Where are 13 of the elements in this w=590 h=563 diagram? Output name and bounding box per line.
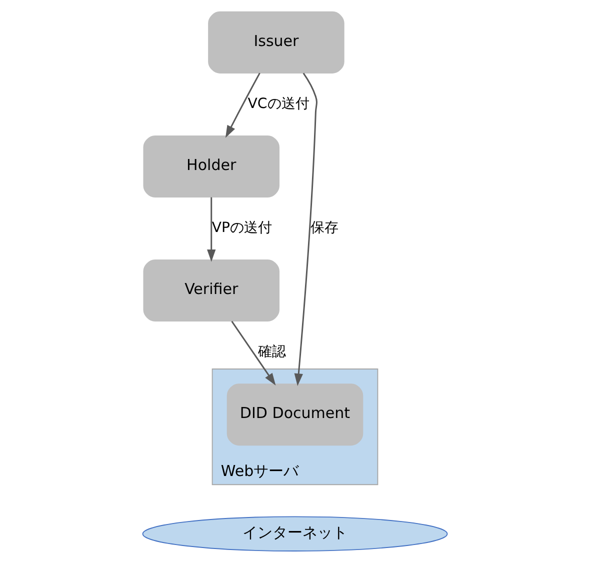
node-box: Issuer: [208, 11, 344, 74]
node-box: Verifier: [143, 260, 280, 322]
node-box: Holder: [143, 135, 280, 198]
edge-label: 確認: [258, 344, 286, 360]
arrow: [207, 197, 216, 262]
node-ellipse: インターネット: [142, 516, 448, 552]
arrow: [225, 72, 260, 138]
arrow: [231, 320, 276, 386]
edge-label: 保存: [310, 220, 339, 236]
edge-label: VPの送付: [212, 220, 272, 236]
arrow: [294, 72, 318, 386]
edge-label: VCの送付: [248, 96, 310, 112]
node-box: DID Document: [226, 384, 364, 446]
